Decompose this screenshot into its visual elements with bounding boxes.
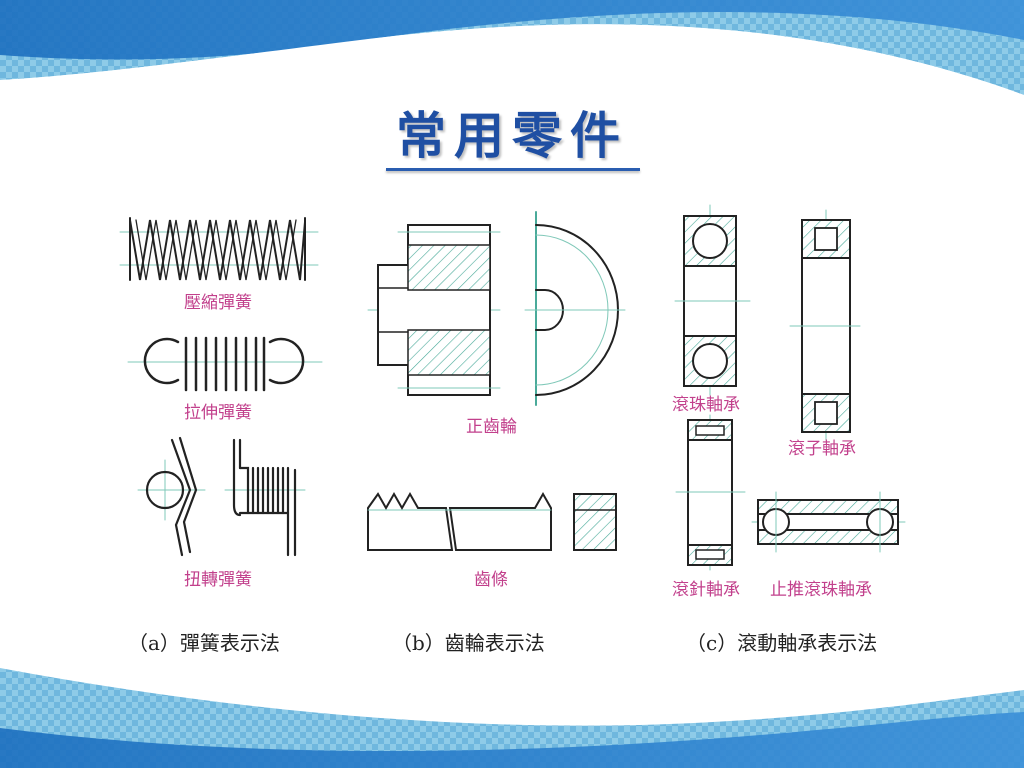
label-compression-spring: 壓縮彈簧	[184, 293, 252, 313]
label-tension-spring: 拉伸彈簧	[184, 403, 252, 423]
roller-bearing-drawing	[789, 209, 861, 441]
caption-bearing: （c）滾動軸承表示法	[686, 631, 878, 655]
label-roller-bearing: 滾子軸承	[788, 439, 856, 459]
needle-bearing-drawing	[675, 414, 746, 571]
thrust-bearing-drawing	[751, 491, 906, 553]
torsion-spring-drawing	[137, 436, 306, 557]
spur-gear-drawing	[367, 211, 626, 406]
label-ball-bearing: 滾珠軸承	[672, 395, 740, 415]
caption-spring: （a）彈簧表示法	[128, 631, 280, 655]
caption-gear: （b）齒輪表示法	[392, 631, 545, 655]
bottom-wave-band	[0, 712, 1024, 768]
slide-title: 常用零件	[396, 106, 628, 165]
label-torsion-spring: 扭轉彈簧	[184, 570, 252, 590]
label-needle-bearing: 滾針軸承	[672, 580, 740, 600]
label-spur-gear: 正齒輪	[466, 417, 517, 437]
top-wave-band	[0, 0, 1024, 60]
title-underline	[386, 168, 640, 171]
tension-spring-drawing	[127, 336, 323, 392]
compression-spring-drawing	[119, 217, 319, 281]
label-gear-rack: 齒條	[474, 570, 508, 590]
ball-bearing-drawing	[674, 204, 751, 396]
gear-rack-drawing	[367, 491, 617, 551]
label-thrust-ball-bearing: 止推滾珠軸承	[770, 580, 872, 600]
